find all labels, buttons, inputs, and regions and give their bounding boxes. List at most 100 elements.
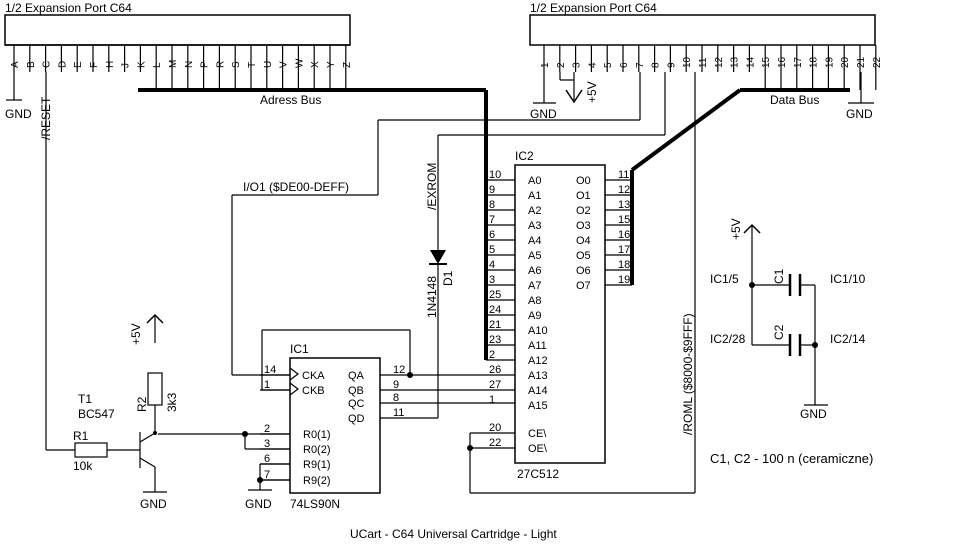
gnd-label-right2: GND (846, 107, 873, 121)
ic1-pin-name: QB (348, 385, 364, 397)
ic2-pin-name: O2 (576, 205, 591, 217)
d1-part: 1N4148 (425, 276, 439, 318)
connector-pin-label: 7 (635, 62, 646, 68)
ic2-part: 27C512 (517, 467, 559, 481)
plus5-t1-label: +5V (129, 323, 143, 345)
connector-pin-label: 12 (714, 56, 725, 68)
left-connector-title: 1/2 Expansion Port C64 (5, 1, 132, 15)
roml-label: /ROML ($8000-$9FFF) (681, 313, 695, 435)
connector-pin-label: 22 (872, 56, 883, 68)
exrom-label: /EXROM (425, 163, 439, 210)
connector-pin-label: 16 (777, 56, 788, 68)
ic2-pin-name: O0 (576, 175, 591, 187)
ic1-pin-number: 7 (264, 469, 270, 481)
ic2-pin-number: 15 (618, 214, 630, 226)
ic2-pin-name: O1 (576, 190, 591, 202)
connector-pin-label: C (42, 61, 53, 68)
ic2-pin-name: A1 (528, 190, 541, 202)
ic2-pin-number: 3 (489, 274, 495, 286)
ic1-pin-name: QA (348, 370, 365, 382)
c2-name: C2 (772, 324, 786, 340)
ic2-pin-name: A2 (528, 205, 541, 217)
connector-pin-label: 4 (587, 62, 598, 68)
c1-left-label: IC1/5 (710, 272, 739, 286)
ic2-pin-name: A0 (528, 175, 541, 187)
ic2-pin-number: 16 (618, 229, 630, 241)
connector-pin-label: 21 (856, 56, 867, 68)
connector-pin-label: 14 (745, 56, 756, 68)
connector-pin-label: 13 (730, 56, 741, 68)
capacitors (788, 274, 802, 356)
connector-pin-label: H (105, 61, 116, 68)
ic2-pin-number: 24 (489, 304, 501, 316)
t1-part: BC547 (78, 407, 115, 421)
ic2-pin-name: O7 (576, 280, 591, 292)
ic2-pin-number: 21 (489, 319, 501, 331)
caption: UCart - C64 Universal Cartridge - Light (350, 527, 557, 541)
connector-pin-label: 10 (682, 56, 693, 68)
diode-d1 (429, 250, 447, 265)
connector-pin-label: D (57, 61, 68, 68)
ic1-pin-number: 2 (264, 423, 270, 435)
ic2-pin-number: 4 (489, 259, 495, 271)
connector-pin-label: A (10, 61, 21, 68)
ic1-pin-name: R9(1) (303, 459, 331, 471)
ic1-pin-number: 12 (393, 364, 405, 376)
connector-pin-label: L (152, 62, 163, 68)
ic2-pin-name: A5 (528, 250, 541, 262)
connector-pin-label: R (215, 61, 226, 68)
right-connector-title: 1/2 Expansion Port C64 (530, 1, 657, 15)
connector-pin-label: 17 (793, 56, 804, 68)
ic2-pin-name: O3 (576, 220, 591, 232)
ic1-pin-number: 1 (264, 379, 270, 391)
r1-value: 10k (73, 459, 93, 473)
connector-pin-label: N (184, 61, 195, 68)
connector-pin-label: K (136, 61, 147, 68)
ic2-pin-number: 20 (489, 422, 501, 434)
ic2-pin-name: OE\ (528, 443, 548, 455)
ic1-pin-number: 14 (264, 364, 276, 376)
connector-pin-label: J (121, 63, 132, 68)
ic2-pin-name: A9 (528, 310, 541, 322)
address-bus-label: Adress Bus (260, 93, 321, 107)
connector-pin-label: W (294, 58, 305, 68)
ic2-pin-number: 11 (618, 169, 629, 181)
connector-pin-label: 20 (840, 56, 851, 68)
r1-name: R1 (73, 429, 89, 443)
ic2-pin-name: A13 (528, 370, 548, 382)
ic2-pin-number: 5 (489, 244, 495, 256)
ic2-pin-name: A8 (528, 295, 541, 307)
plus5-caps-label: +5V (729, 218, 743, 240)
ic2-pin-number: 6 (489, 229, 495, 241)
c1-name: C1 (772, 268, 786, 284)
plus5-right-label: +5V (585, 81, 599, 103)
ic2-pin-number: 7 (489, 214, 495, 226)
ic2-pin-number: 22 (489, 437, 501, 449)
connector-pin-label: M (168, 60, 179, 68)
ic1-part: 74LS90N (290, 497, 340, 511)
ic2-pin-name: A15 (528, 400, 548, 412)
ic1-pin-name: CKA (302, 370, 325, 382)
connector-pin-label: Y (326, 61, 337, 68)
ic2-pin-name: A11 (528, 340, 547, 352)
address-bus-taps (155, 72, 877, 90)
ic1-pin-number: 8 (393, 392, 399, 404)
connector-pin-label: 1 (540, 62, 551, 68)
ic2-pin-number: 23 (489, 334, 501, 346)
wires (6, 72, 874, 494)
ic2-pin-number: 12 (618, 184, 630, 196)
d1-name: D1 (441, 270, 455, 286)
ic2-pin-name: A12 (528, 355, 548, 367)
clock-inputs (289, 367, 299, 396)
ic1-body (289, 357, 381, 494)
ic2-pin-number: 18 (618, 259, 630, 271)
connector-pin-label: 6 (619, 62, 630, 68)
ic1-pin-number: 3 (264, 438, 270, 450)
ic1-pin-name: CKB (302, 385, 325, 397)
ic2-pin-number: 25 (489, 289, 501, 301)
connector-pin-label: 11 (698, 57, 709, 68)
